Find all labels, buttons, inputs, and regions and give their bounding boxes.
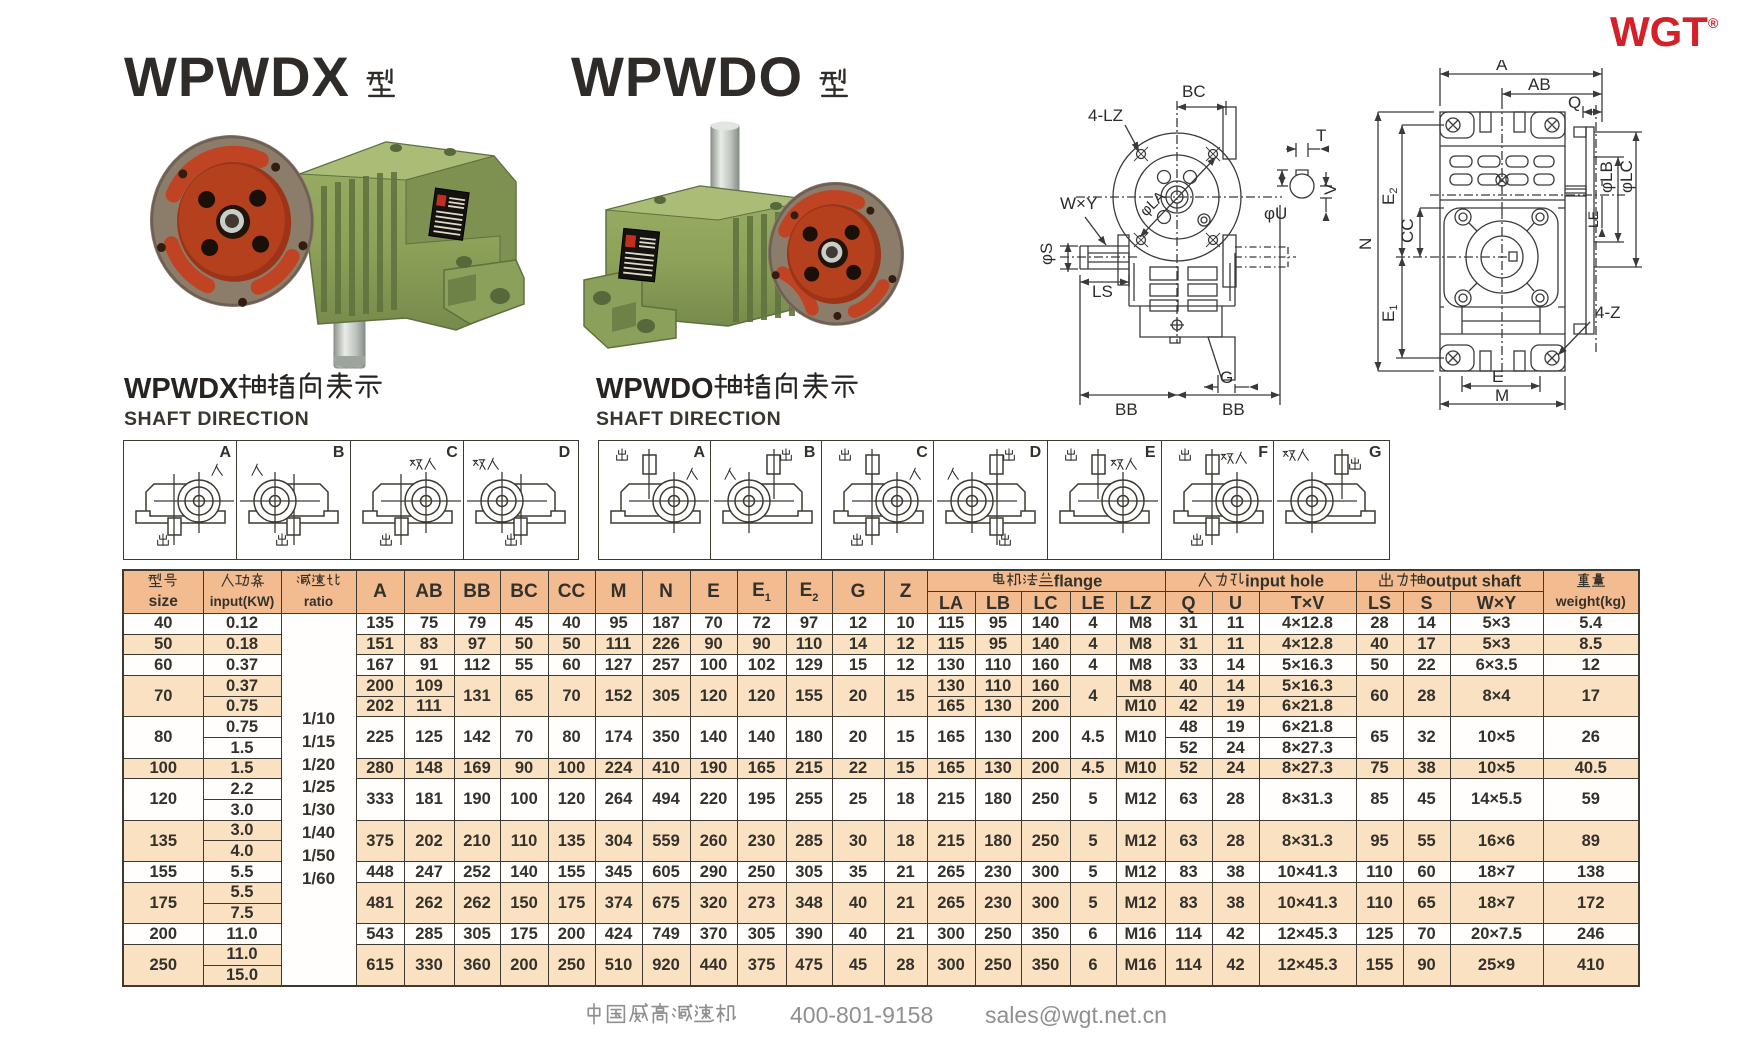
svg-text:φLA: φLA — [1137, 188, 1169, 220]
svg-text:G: G — [1220, 368, 1233, 387]
svg-text:Q: Q — [1568, 93, 1581, 112]
svg-text:AB: AB — [1528, 75, 1551, 94]
svg-text:4-Z: 4-Z — [1595, 303, 1621, 322]
svg-text:φLC: φLC — [1617, 160, 1636, 193]
svg-text:LS: LS — [1092, 282, 1113, 301]
svg-text:4-LZ: 4-LZ — [1088, 106, 1123, 125]
svg-text:E2: E2 — [1379, 188, 1400, 205]
svg-text:N: N — [1356, 238, 1375, 250]
svg-text:W×Y: W×Y — [1060, 194, 1097, 213]
svg-text:BC: BC — [1182, 85, 1206, 101]
svg-text:E: E — [1492, 367, 1503, 386]
svg-text:CC: CC — [1398, 218, 1417, 243]
svg-text:BB: BB — [1222, 400, 1245, 419]
svg-text:LE: LE — [1585, 211, 1601, 228]
svg-text:M: M — [1495, 386, 1509, 405]
svg-text:T: T — [1316, 126, 1326, 145]
svg-text:V: V — [1321, 183, 1340, 195]
svg-text:E1: E1 — [1379, 305, 1400, 322]
svg-text:φS: φS — [1037, 243, 1056, 265]
svg-text:A: A — [1496, 60, 1508, 74]
svg-text:BB: BB — [1115, 400, 1138, 419]
svg-text:φLB: φLB — [1597, 161, 1616, 193]
svg-text:φU: φU — [1264, 204, 1287, 223]
